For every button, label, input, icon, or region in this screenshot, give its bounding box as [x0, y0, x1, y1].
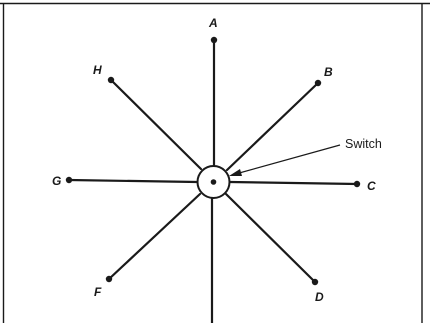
switch-callout-arrowhead — [229, 169, 242, 176]
node-a-label: A — [208, 16, 218, 30]
switch-callout-leader — [231, 144, 341, 176]
switch-center-dot — [210, 179, 217, 185]
node-b-dot — [314, 79, 322, 87]
node-b-label: B — [324, 65, 333, 79]
node-c-dot — [353, 180, 361, 188]
node-f-label: F — [94, 285, 102, 299]
node-d-label: D — [315, 290, 324, 304]
spoke-d — [224, 192, 317, 284]
node-g-label: G — [52, 174, 61, 188]
node-h-label: H — [93, 63, 102, 77]
node-d-dot — [311, 278, 319, 286]
spoke-c — [228, 180, 359, 186]
switch-callout-label: Switch — [345, 137, 382, 151]
node-g-dot — [65, 176, 73, 184]
spoke-h — [109, 78, 203, 171]
spoke-b — [225, 81, 320, 172]
node-c-label: C — [367, 179, 376, 193]
node-f-dot — [105, 275, 113, 283]
spoke-g — [67, 178, 199, 184]
spoke-f — [107, 192, 202, 281]
node-h-dot — [107, 76, 115, 84]
node-a-dot — [210, 36, 218, 44]
